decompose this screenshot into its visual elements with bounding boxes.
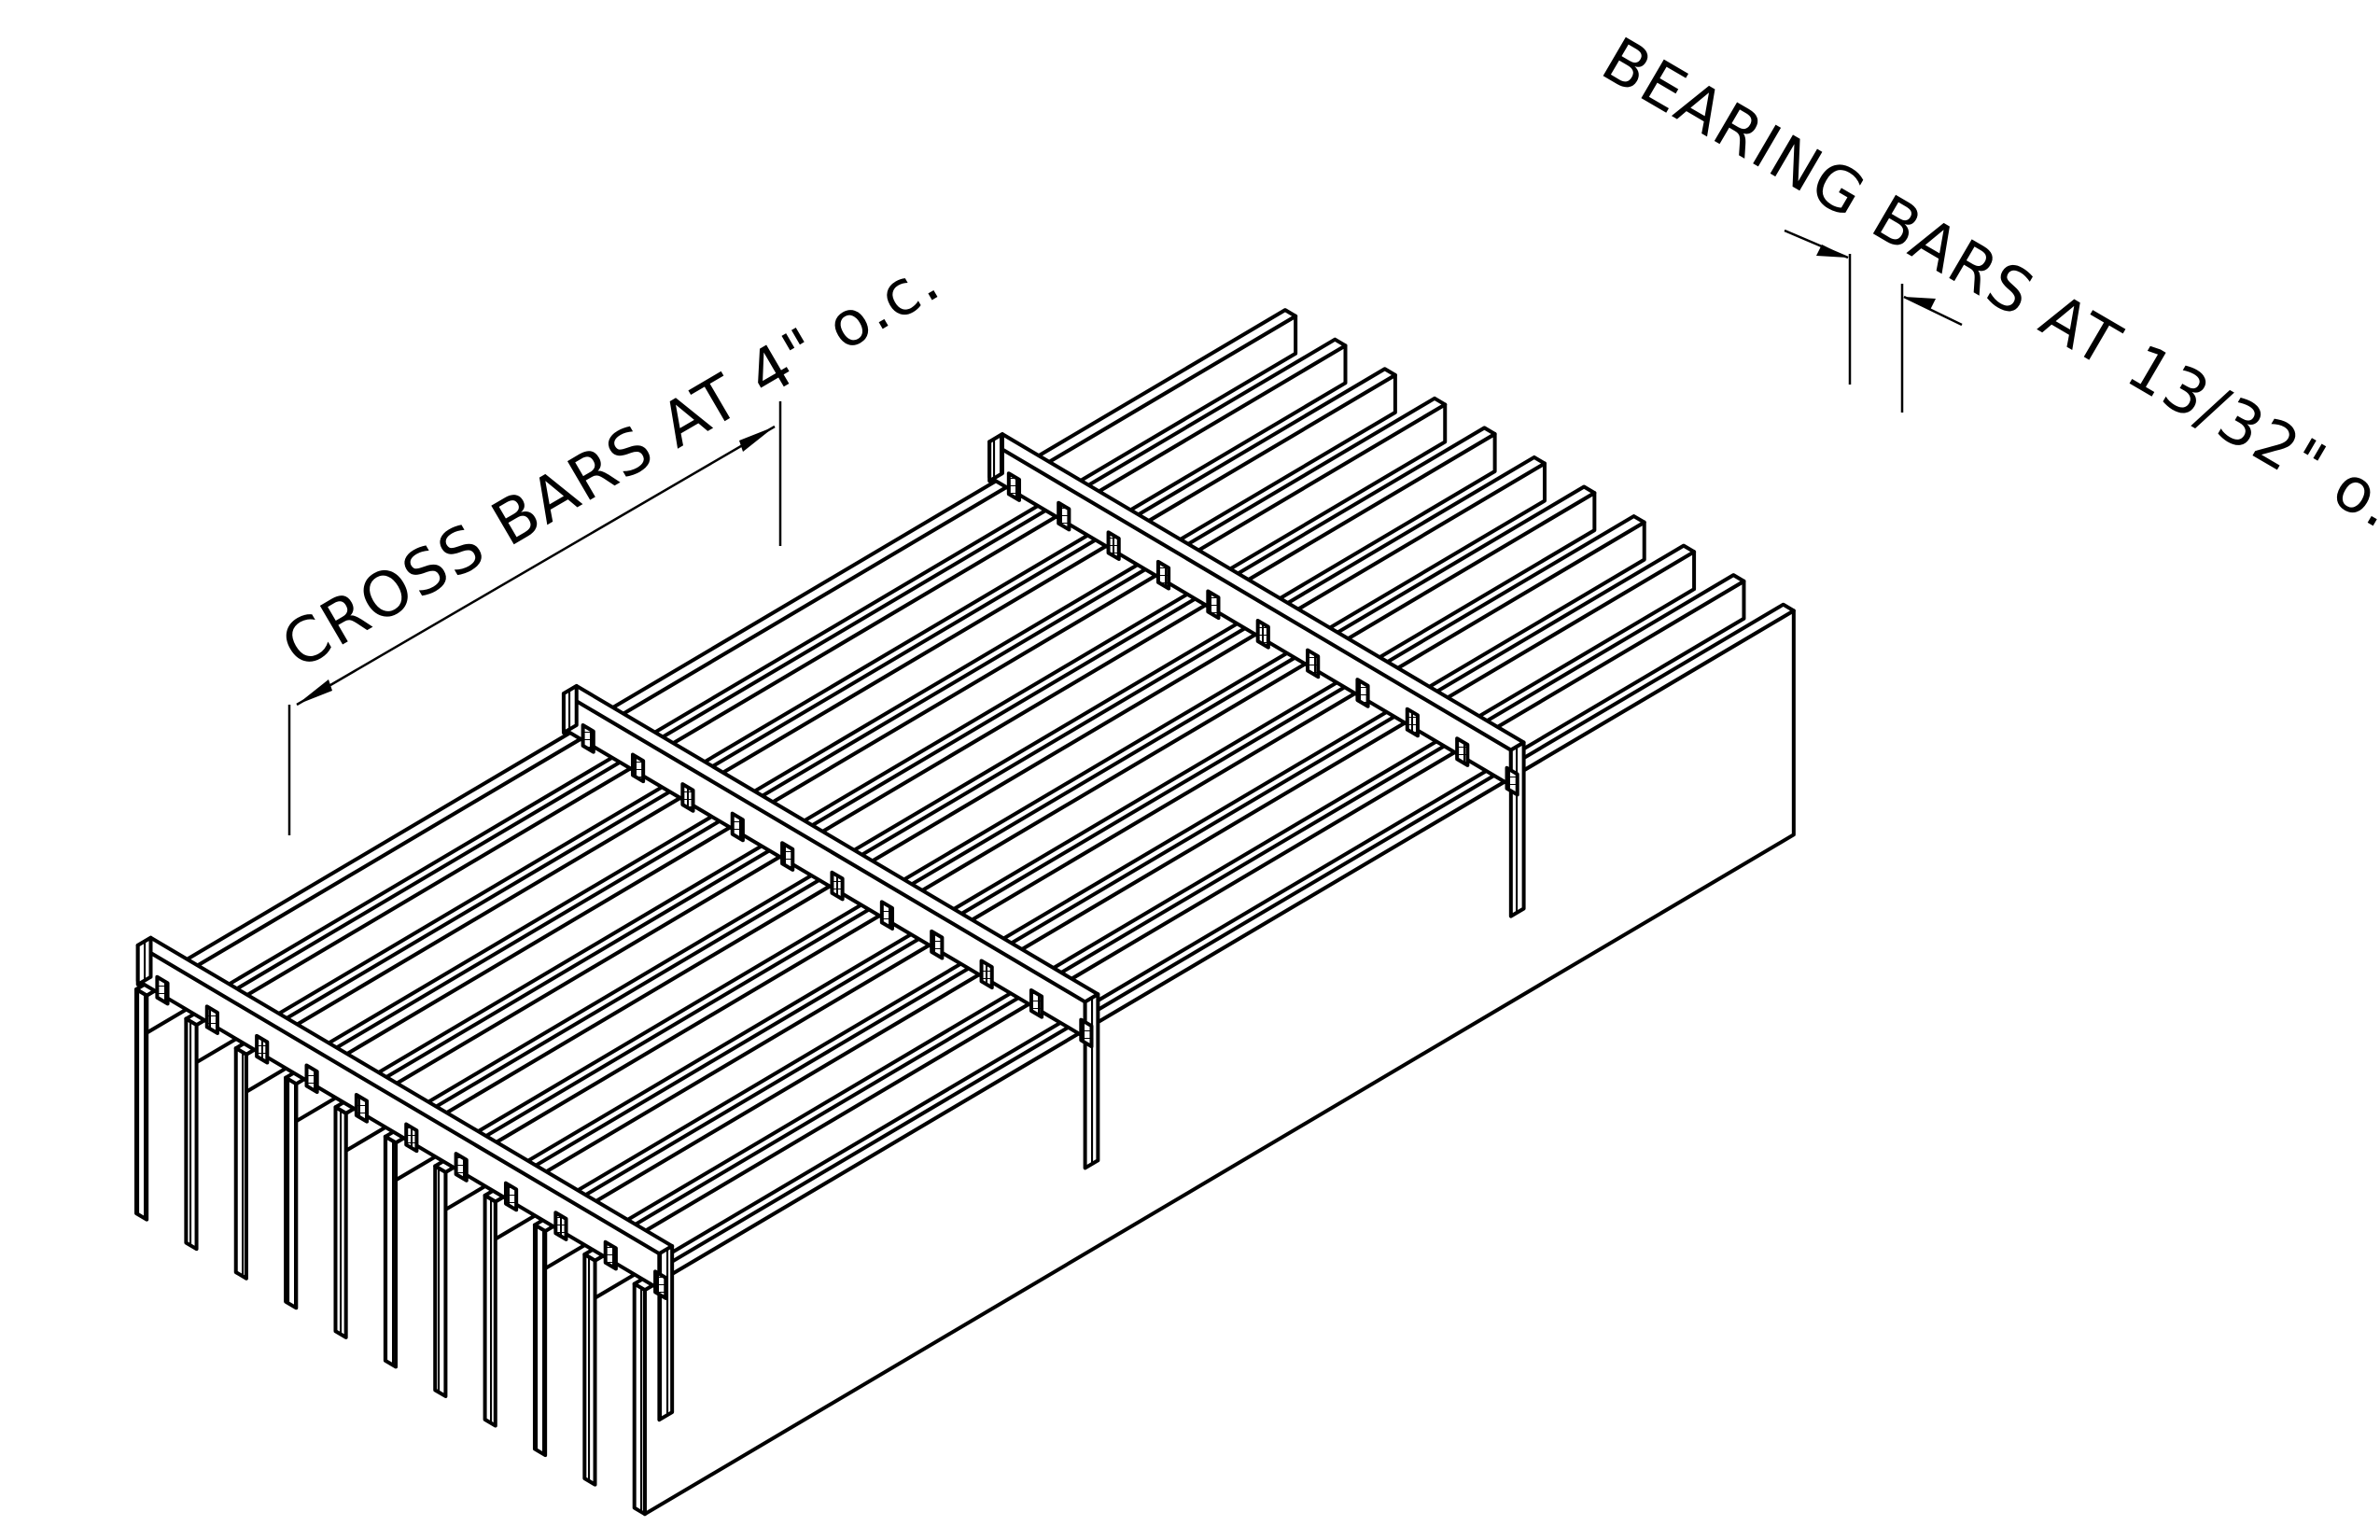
bearing-bar-end-face	[383, 1134, 399, 1369]
cross-bar-notch	[1006, 471, 1022, 502]
cross-bar-notch	[830, 870, 845, 902]
cross-bar-notch	[879, 900, 895, 931]
cross-bar-notch	[581, 722, 595, 754]
cross-bar-left-end	[987, 432, 1004, 483]
cross-bar-notch	[1255, 619, 1270, 650]
cross-bar-notch	[1155, 559, 1171, 591]
cross-bar-notch	[1029, 988, 1044, 1019]
cross-bar-notch	[930, 929, 945, 960]
cross-bar-notch	[780, 841, 795, 872]
bearing-bar-end-face	[284, 1075, 299, 1310]
bearing-bars	[134, 308, 1796, 1517]
cross-bar-notch	[1405, 707, 1420, 738]
cross-bars-dimension	[287, 401, 782, 835]
cross-bar	[135, 935, 675, 1422]
cross-bar-notch	[1306, 648, 1321, 679]
bearing-bar-end-face	[433, 1164, 448, 1398]
cross-bar-notch	[1057, 500, 1071, 532]
cross-bar-notch	[503, 1181, 519, 1212]
cross-bar-notch	[1079, 1017, 1094, 1049]
cross-bar-notch	[653, 1269, 668, 1300]
cross-bar-notch	[553, 1211, 568, 1241]
cross-bar-notch	[155, 974, 170, 1006]
cross-bar-notch	[304, 1063, 319, 1095]
cross-bar-notch	[979, 959, 994, 990]
cross-bar-notch	[454, 1152, 469, 1183]
cross-bar-notch	[1455, 736, 1470, 767]
cross-bar-notch	[680, 782, 695, 813]
cross-bar	[987, 432, 1526, 918]
bearing-bar-end-face	[184, 1016, 199, 1252]
bearing-bar-end-face	[134, 987, 149, 1222]
cross-bar-notch	[630, 752, 646, 784]
cross-bar-notch	[1106, 530, 1121, 561]
bearing-bar-end-face	[233, 1046, 248, 1281]
cross-bars	[135, 432, 1526, 1422]
cross-bar-right-end	[657, 1244, 675, 1422]
cross-bar-notch	[603, 1239, 618, 1271]
bearing-bar-end-face	[333, 1105, 348, 1339]
cross-bar-left-end	[135, 935, 153, 987]
bearing-bar-end-face	[483, 1193, 497, 1428]
bearing-bar-end-face	[632, 1281, 647, 1517]
cross-bar-right-end	[1083, 992, 1100, 1170]
cross-bar-notch	[204, 1004, 219, 1035]
cross-bar-left-end	[561, 683, 579, 735]
cross-bar-notch	[404, 1122, 419, 1154]
cross-bar-right-end	[1508, 740, 1526, 918]
bearing-bar-end-face	[532, 1223, 548, 1458]
bearing-bar-end-face	[582, 1253, 597, 1487]
cross-bar-notch	[255, 1033, 270, 1065]
cross-bar-notch	[1206, 589, 1221, 621]
bearing-bars-label: BEARING BARS AT 13/32" o.c.	[1590, 23, 2380, 571]
cross-bar-notch	[1505, 765, 1519, 797]
cross-bar-notch	[730, 811, 745, 843]
bearing-bars-dimension	[1784, 229, 1963, 413]
cross-bar	[561, 683, 1100, 1170]
cross-bar-notch	[354, 1092, 370, 1124]
cross-bar-notch	[1355, 678, 1370, 708]
